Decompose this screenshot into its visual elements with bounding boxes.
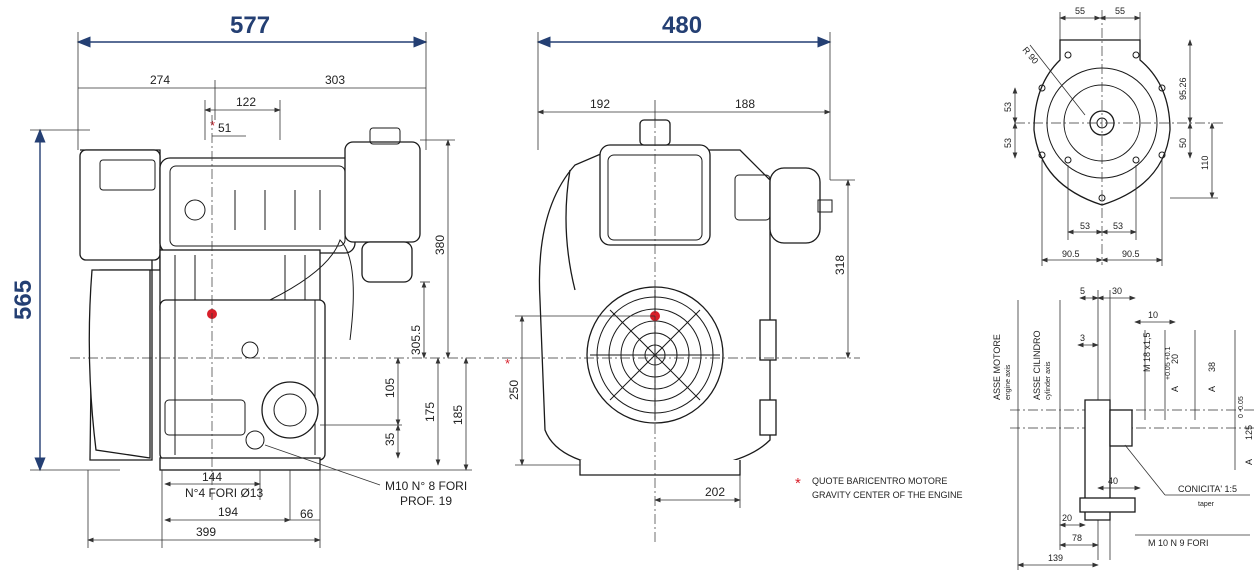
flange-v50: 50 bbox=[1178, 138, 1188, 148]
bolt-label: M10 N° 8 FORI bbox=[385, 479, 467, 493]
thread-holes-label: M 10 N 9 FORI bbox=[1148, 538, 1209, 548]
shaft-dia125: 125 bbox=[1244, 425, 1254, 440]
side-overall-width: 480 bbox=[662, 12, 702, 39]
offset-66: 66 bbox=[300, 507, 314, 521]
cg-marker-front: * bbox=[210, 118, 215, 133]
flange-h53b: 53 bbox=[1113, 221, 1123, 231]
shaft-dia38: 38 bbox=[1207, 362, 1217, 372]
cg-marker-side: * bbox=[505, 356, 510, 371]
shaft-tol20: +0.05 +0.1 bbox=[1165, 346, 1172, 380]
side-left-width: 192 bbox=[590, 97, 610, 111]
shaft-d5: 5 bbox=[1080, 286, 1085, 296]
shaft-section-a1: A bbox=[1170, 386, 1180, 392]
front-overall-width: 577 bbox=[230, 12, 270, 39]
legend-marker: * bbox=[795, 475, 801, 492]
front-overall-height: 565 bbox=[10, 280, 37, 320]
upper-height: 305.5 bbox=[409, 325, 423, 355]
flange-h53a: 53 bbox=[1080, 221, 1090, 231]
flange-h905a: 90.5 bbox=[1062, 249, 1080, 259]
front-right-width: 303 bbox=[325, 73, 345, 87]
shaft-d78: 78 bbox=[1072, 533, 1082, 543]
flange-v53b: 53 bbox=[1003, 138, 1013, 148]
side-view: 480 192 188 318 250 bbox=[505, 12, 860, 545]
shaft-section-a2: A bbox=[1207, 386, 1217, 392]
flange-view: 55 55 R 90 53 53 95.26 50 110 bbox=[1003, 6, 1225, 266]
side-right-width: 188 bbox=[735, 97, 755, 111]
top-height: 380 bbox=[433, 235, 447, 255]
cg-legend: * QUOTE BARICENTRO MOTORE GRAVITY CENTER… bbox=[795, 475, 963, 500]
holes-label: N°4 FORI Ø13 bbox=[185, 486, 263, 500]
bolt-depth: PROF. 19 bbox=[400, 494, 452, 508]
legend-line-2: GRAVITY CENTER OF THE ENGINE bbox=[812, 490, 963, 500]
flange-v53a: 53 bbox=[1003, 102, 1013, 112]
cg-offset: 51 bbox=[218, 121, 232, 135]
hole-span-a: 144 bbox=[202, 470, 222, 484]
side-height-318: 318 bbox=[833, 255, 847, 275]
shaft-view: 5 30 10 3 ASSE MOTORE engine axis ASSE C… bbox=[992, 286, 1256, 570]
asse-motore-label: ASSE MOTORE bbox=[992, 334, 1002, 400]
asse-cilindro-label: ASSE CILINDRO bbox=[1032, 330, 1042, 400]
legend-line-1: QUOTE BARICENTRO MOTORE bbox=[812, 476, 947, 486]
engine-axis-label: engine axis bbox=[1005, 364, 1012, 400]
mid-height: 105 bbox=[383, 378, 397, 398]
flange-v110: 110 bbox=[1200, 156, 1210, 170]
flange-v9526: 95.26 bbox=[1178, 77, 1188, 100]
hole-span-b: 194 bbox=[218, 505, 238, 519]
side-base-offset: 202 bbox=[705, 485, 725, 499]
shaft-d30: 30 bbox=[1112, 286, 1122, 296]
shaft-d139: 139 bbox=[1048, 553, 1063, 563]
shaft-d10: 10 bbox=[1148, 310, 1158, 320]
taper-label: CONICITA' 1:5 bbox=[1178, 484, 1237, 494]
shaft-tol125: 0 -0.05 bbox=[1238, 396, 1245, 418]
flange-top-b: 55 bbox=[1115, 6, 1125, 16]
flange-h905b: 90.5 bbox=[1122, 249, 1140, 259]
base-height: 35 bbox=[383, 432, 397, 446]
shaft-dia20: 20 bbox=[1170, 354, 1180, 364]
crank-height: 175 bbox=[423, 402, 437, 422]
shaft-d20: 20 bbox=[1062, 513, 1072, 523]
shaft-section-a3: A bbox=[1244, 459, 1254, 465]
cylinder-axis-label: cylinder axis bbox=[1045, 361, 1052, 400]
cg-height: 250 bbox=[507, 380, 521, 400]
shaft-d40: 40 bbox=[1108, 476, 1118, 486]
flange-radius: R 90 bbox=[1020, 45, 1040, 66]
base-width: 399 bbox=[196, 525, 216, 539]
total-low-height: 185 bbox=[451, 405, 465, 425]
cylinder-span: 122 bbox=[236, 95, 256, 109]
front-left-width: 274 bbox=[150, 73, 170, 87]
front-view: 577 274 303 122 * 51 565 bbox=[10, 12, 530, 548]
shaft-d3: 3 bbox=[1080, 333, 1085, 343]
taper-en-label: taper bbox=[1198, 501, 1215, 508]
flange-top-a: 55 bbox=[1075, 6, 1085, 16]
shaft-thread: M 18 x1,5 bbox=[1142, 332, 1152, 372]
